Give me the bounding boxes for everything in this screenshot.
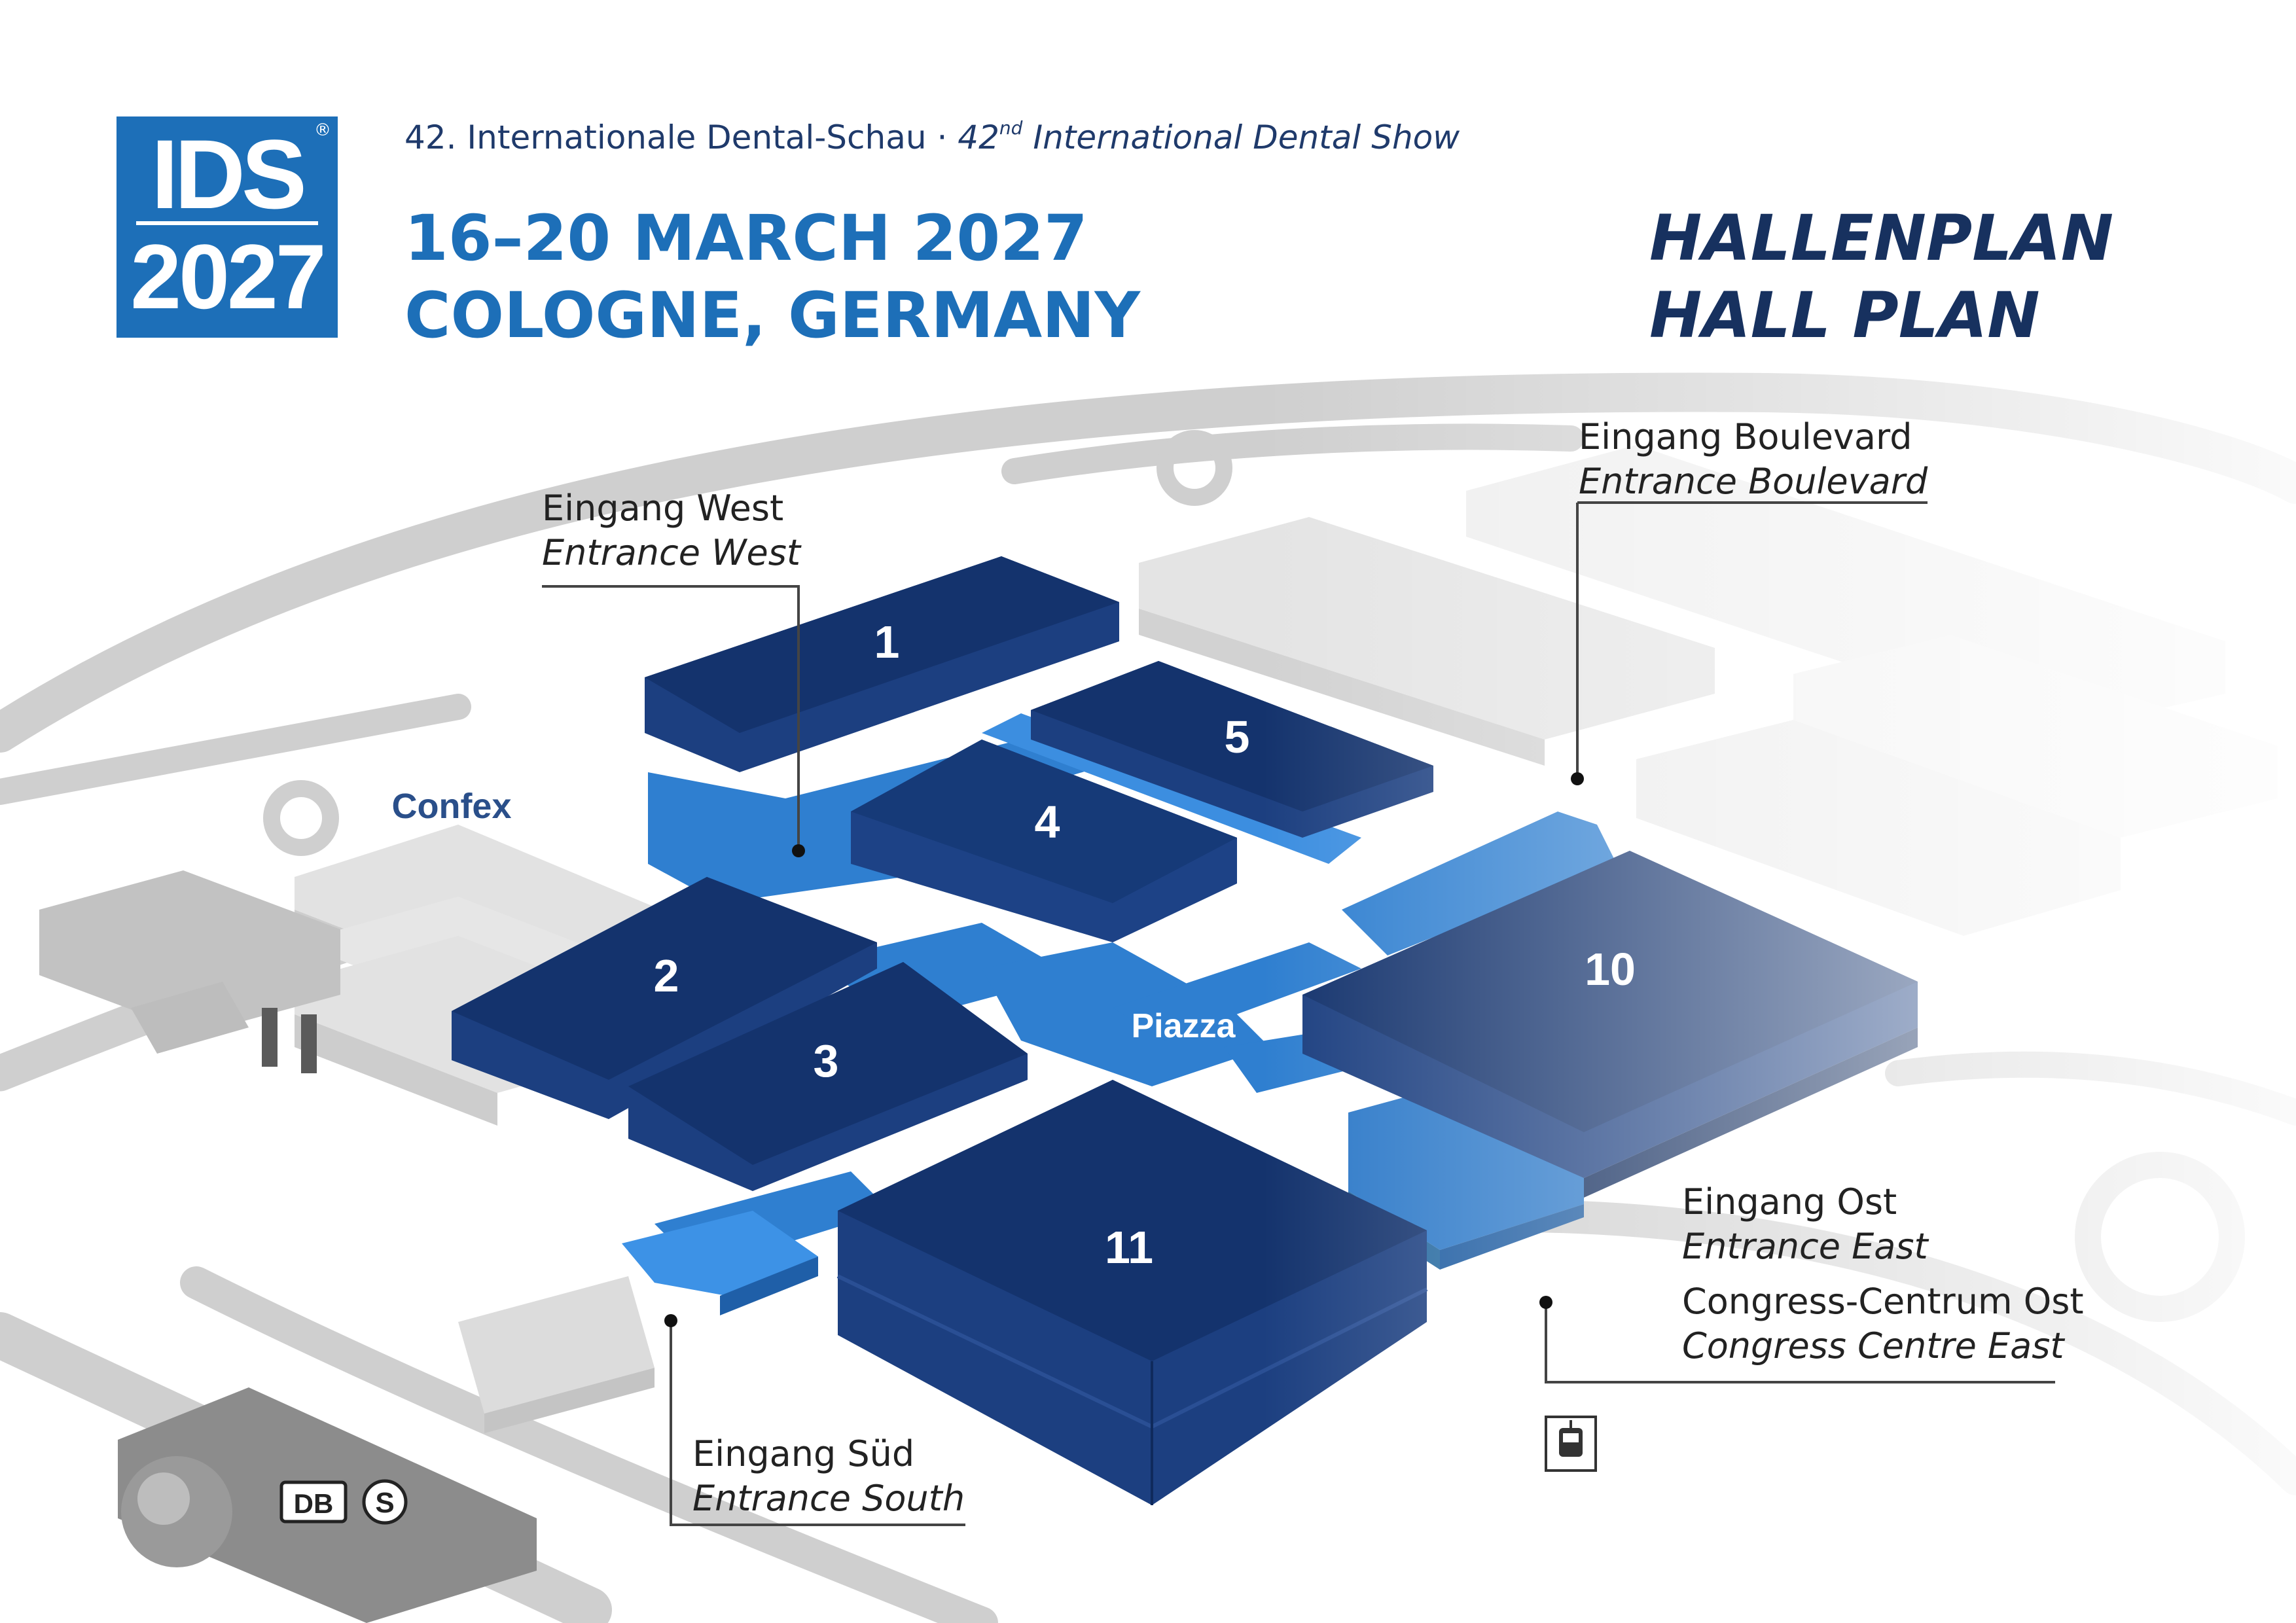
registered-mark: ® (314, 120, 331, 140)
event-dates: 16–20 MARCH 2027 COLOGNE, GERMANY (404, 200, 1140, 354)
ids-logo: ® IDS 2027 (117, 116, 338, 338)
plan-title-en: HALL PLAN (1649, 279, 2040, 352)
entrance-east-dot (1539, 1296, 1552, 1309)
congress-centre-en: Congress Centre East (1682, 1325, 2064, 1366)
subtitle-separator: · (937, 118, 948, 156)
db-icon: DB (279, 1480, 348, 1524)
entrance-south-dot (664, 1314, 677, 1327)
entrance-east-label: Eingang Ost Entrance East (1682, 1180, 1928, 1269)
congress-centre-label: Congress-Centrum Ost Congress Centre Eas… (1682, 1279, 2084, 1368)
entrance-east-de: Eingang Ost (1682, 1181, 1897, 1222)
logo-ids-text: IDS (151, 119, 307, 229)
congress-centre-de: Congress-Centrum Ost (1682, 1281, 2084, 1322)
entrance-west-en: Entrance West (542, 532, 801, 573)
hall-11-label: 11 (1105, 1222, 1153, 1273)
entrance-boulevard-label: Eingang Boulevard Entrance Boulevard (1579, 415, 1928, 504)
logo-year-text: 2027 (130, 225, 326, 328)
hall-1-label: 1 (874, 616, 900, 668)
entrance-west-dot (792, 844, 805, 857)
plan-title-de: HALLENPLAN (1649, 202, 2114, 275)
entrance-east-en: Entrance East (1682, 1226, 1928, 1267)
logo-divider (136, 221, 318, 225)
entrance-south-label: Eingang Süd Entrance South (692, 1432, 965, 1521)
entrance-boulevard-en: Entrance Boulevard (1579, 461, 1928, 502)
date-line: 16–20 MARCH 2027 (404, 202, 1088, 275)
entrance-south-de: Eingang Süd (692, 1433, 915, 1474)
hall-4-label: 4 (1035, 796, 1060, 847)
place-line: COLOGNE, GERMANY (404, 279, 1141, 352)
subtitle-german: 42. Internationale Dental-Schau (404, 118, 927, 156)
tram-icon (1545, 1416, 1597, 1472)
piazza-label: Piazza (1132, 1007, 1236, 1045)
entrance-dots (664, 772, 1584, 1327)
confex-label: Confex (391, 787, 511, 826)
hall-3-label: 3 (814, 1035, 839, 1086)
svg-text:S: S (375, 1487, 394, 1519)
entrance-boulevard-dot (1571, 772, 1584, 785)
hall-2-label: 2 (654, 950, 679, 1001)
entrance-west-de: Eingang West (542, 488, 784, 529)
leader-lines (542, 501, 2055, 1526)
subtitle-english: 42nd International Dental Show (958, 117, 1460, 156)
hall-10-label: 10 (1585, 944, 1636, 995)
svg-text:DB: DB (294, 1488, 334, 1519)
entrance-west-label: Eingang West Entrance West (542, 486, 800, 575)
entrance-boulevard-de: Eingang Boulevard (1579, 416, 1912, 457)
entrance-south-en: Entrance South (692, 1478, 965, 1519)
hall-5-label: 5 (1225, 711, 1250, 762)
sbahn-icon: S (362, 1479, 408, 1525)
hall-map: 1 5 4 2 3 10 (0, 366, 2296, 1623)
show-subtitle: 42. Internationale Dental-Schau · 42nd I… (404, 116, 1460, 158)
plan-title: HALLENPLAN HALL PLAN (1649, 200, 2113, 354)
